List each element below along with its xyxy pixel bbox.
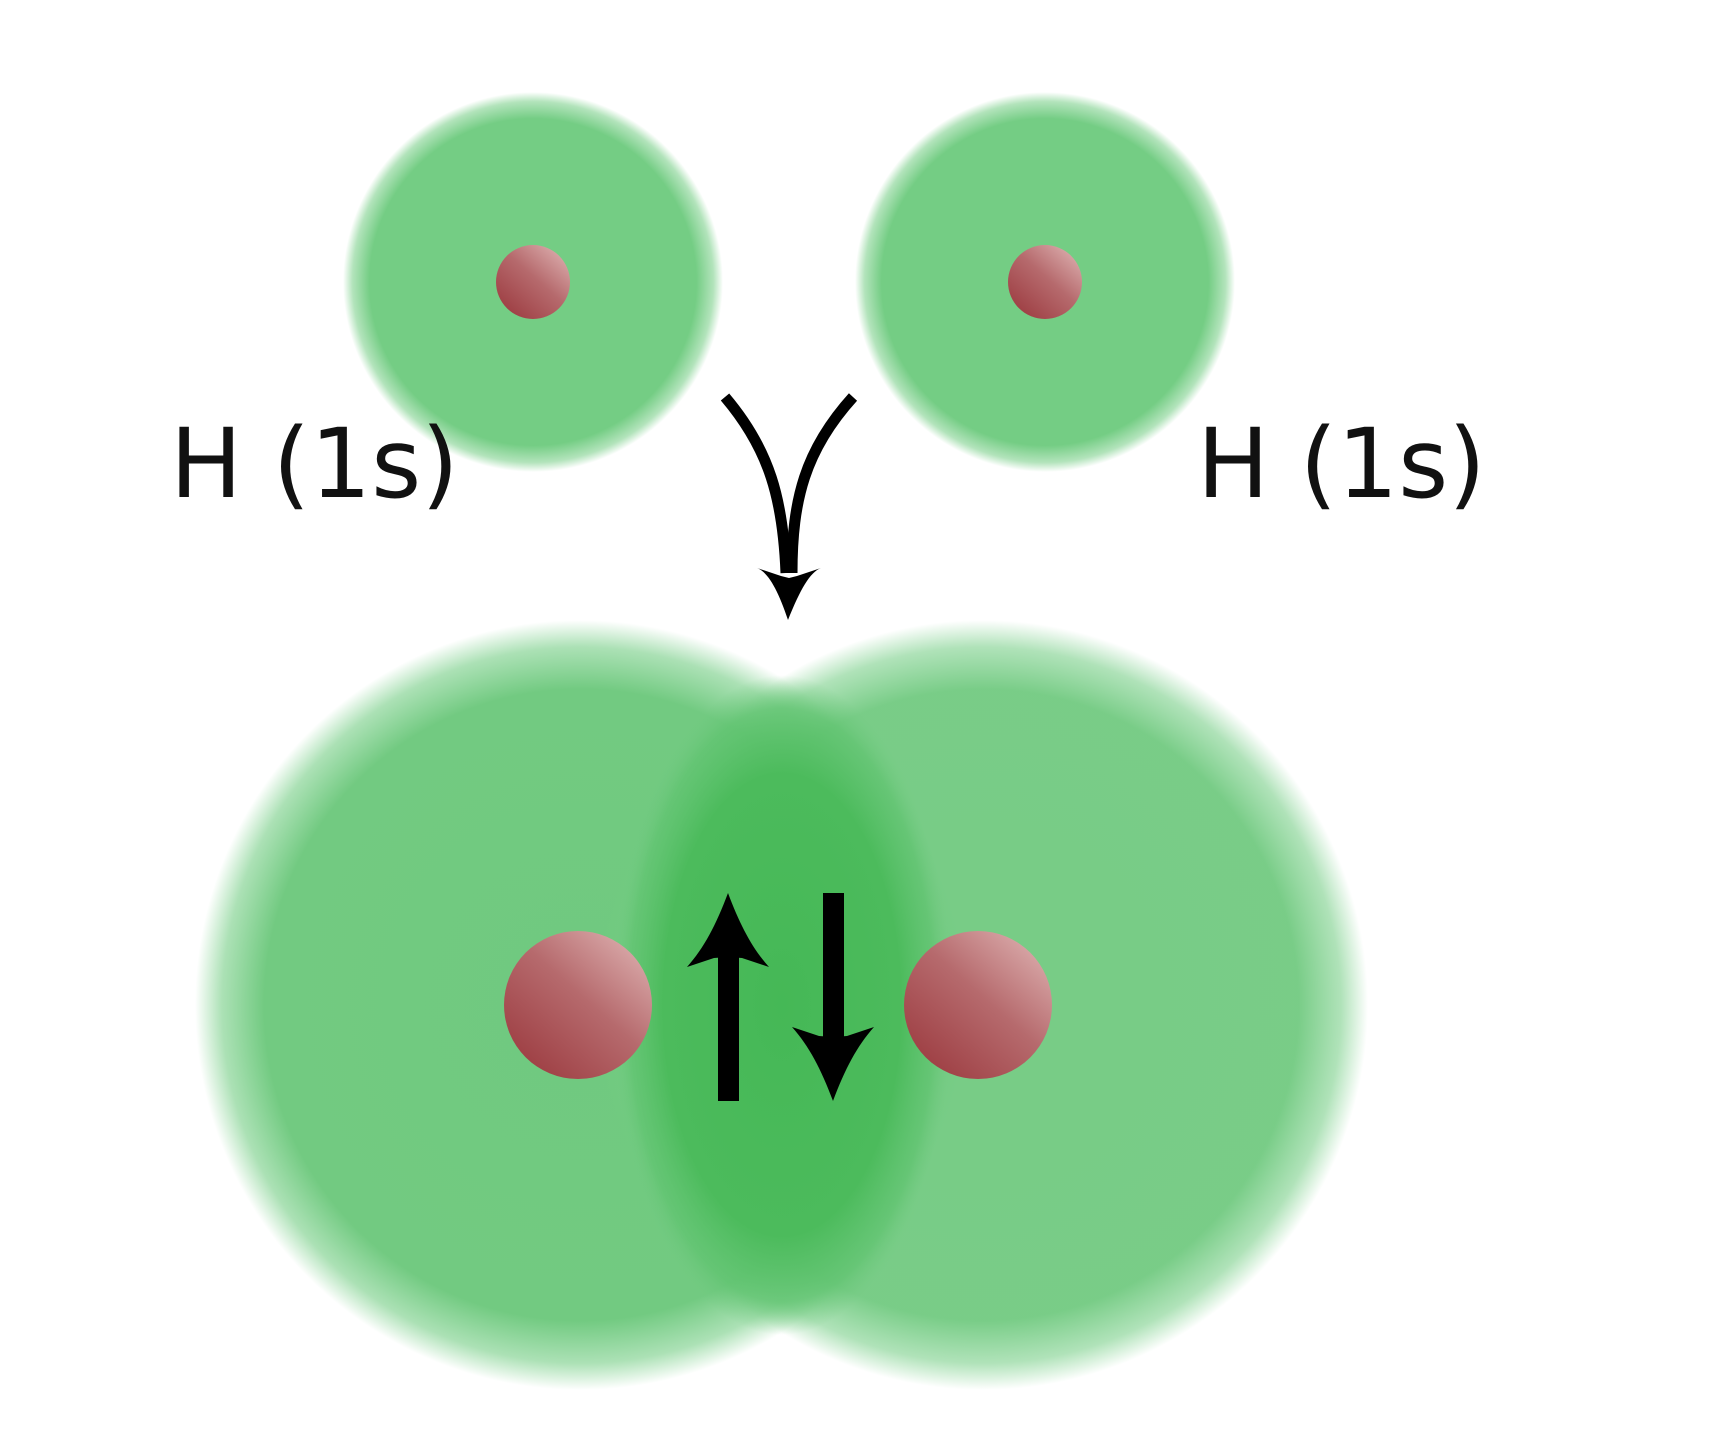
converging-arrow-icon — [720, 393, 858, 620]
right-hydrogen-atom — [855, 92, 1235, 472]
bonding-overlap-region — [612, 675, 952, 1335]
left-nucleus — [496, 245, 570, 319]
left-bonded-nucleus — [504, 931, 652, 1079]
left-hydrogen-atom — [343, 92, 723, 472]
spin-up-arrow-icon — [687, 893, 769, 1101]
spin-down-arrow-icon — [792, 893, 874, 1101]
right-atom-label: H (1s) — [1197, 408, 1486, 520]
left-atom-label: H (1s) — [170, 408, 459, 520]
right-nucleus — [1008, 245, 1082, 319]
right-bonded-nucleus — [904, 931, 1052, 1079]
h2-molecule — [195, 620, 1368, 1390]
